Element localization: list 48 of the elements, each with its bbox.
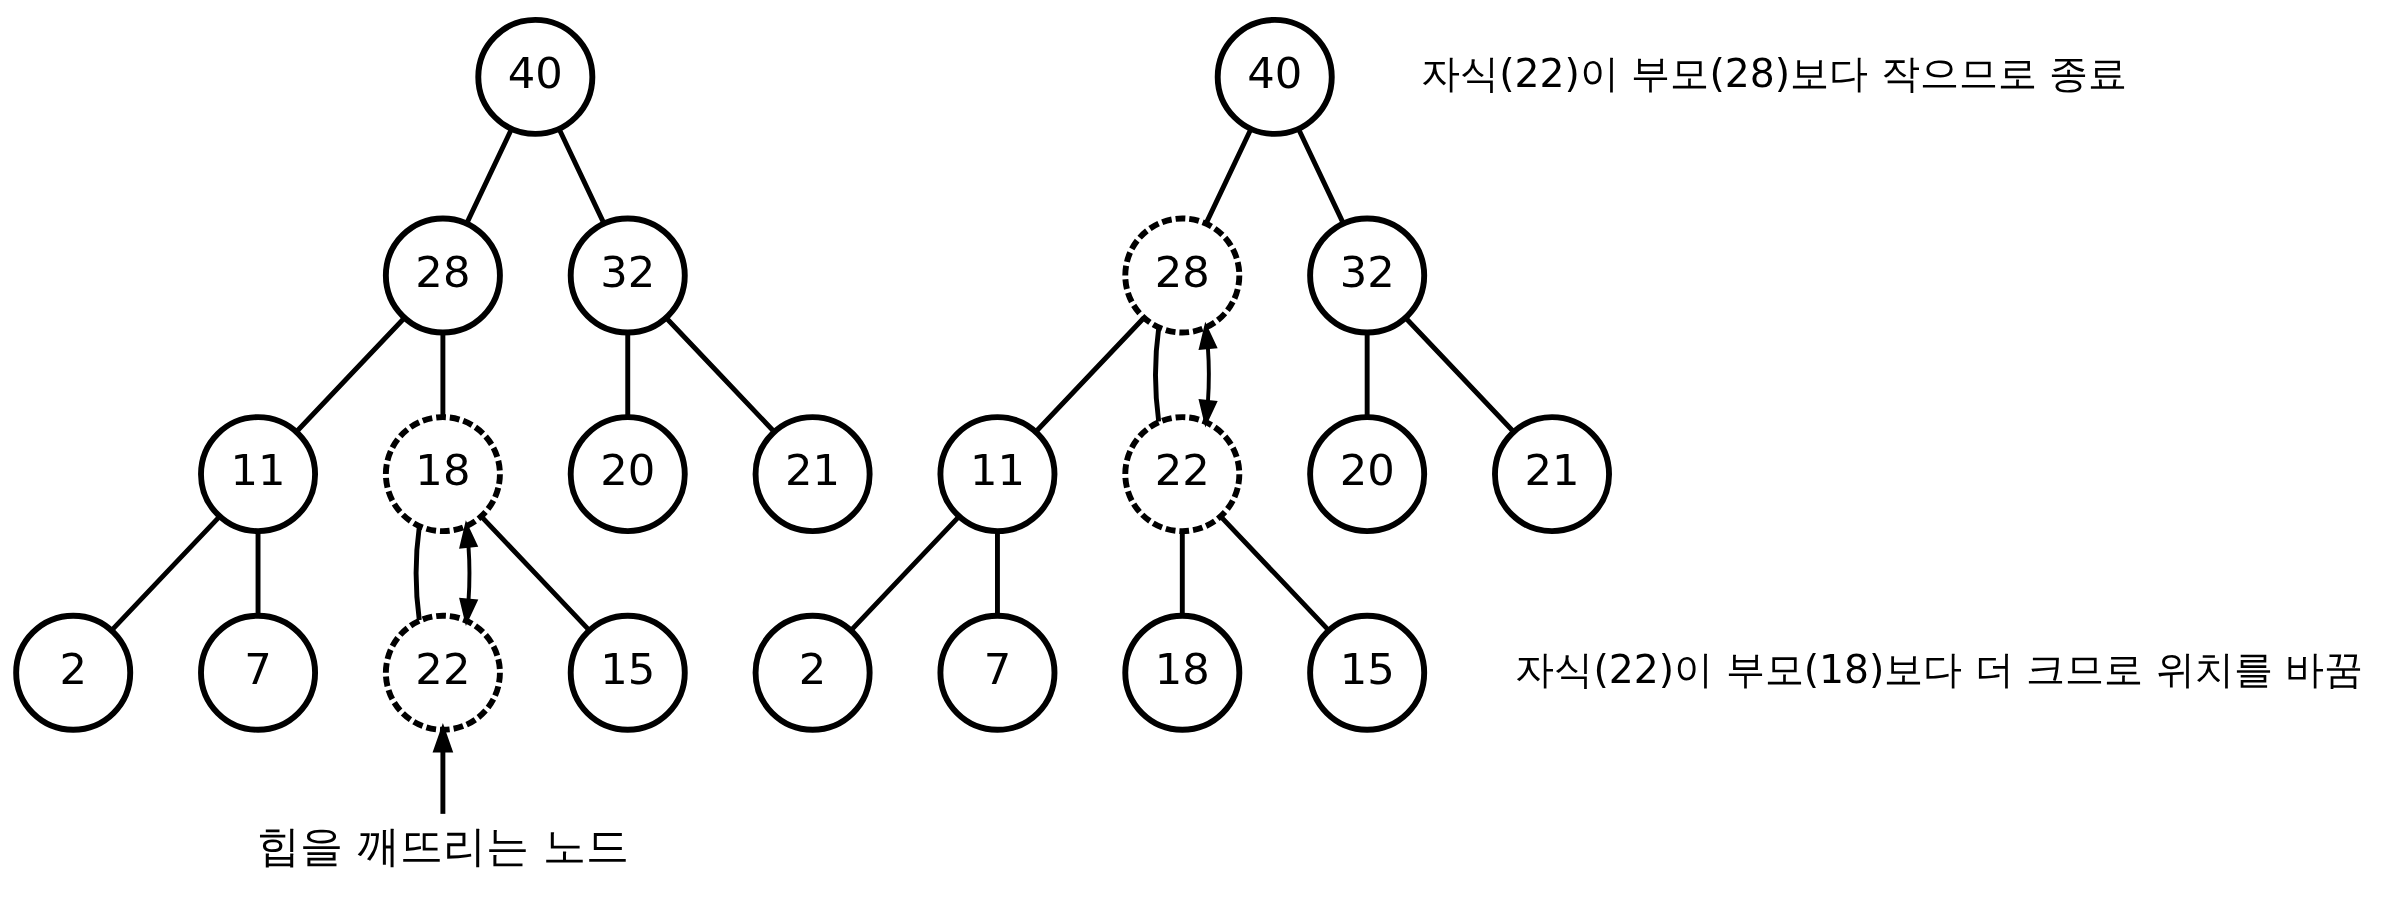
node-circle: 21: [1492, 414, 1612, 535]
connector: [556, 127, 607, 225]
node-circle: 7: [937, 612, 1058, 733]
node-circle: 7: [198, 612, 318, 733]
connector: [440, 332, 446, 417]
connector: [479, 514, 591, 632]
node-circle: 21: [752, 414, 873, 535]
arrow: [1198, 321, 1218, 428]
connector: [295, 316, 407, 433]
label: 자식(22)이 부모(18)보다 더 크므로 위치를 바꿈: [1515, 645, 2364, 692]
node-circle: 22: [382, 612, 503, 733]
node-circle: 32: [567, 215, 688, 336]
connector: [1153, 327, 1162, 422]
node-circle: 18: [382, 414, 503, 535]
node-circle: 18: [1122, 612, 1243, 733]
node-circle: 2: [752, 612, 873, 733]
connector: [1403, 316, 1515, 433]
label: 자식(22)이 부모(28)보다 작으므로 종료: [1421, 49, 2128, 96]
connector: [1364, 332, 1370, 417]
arrow: [432, 723, 454, 814]
connector: [1034, 316, 1146, 433]
connector: [625, 332, 631, 417]
node-circle: 40: [475, 16, 596, 137]
node-circle: 28: [1122, 215, 1243, 336]
connector: [995, 531, 1000, 616]
node-circle: 22: [1122, 414, 1243, 535]
connector: [1296, 127, 1346, 225]
arrow: [459, 520, 479, 627]
node-circle: 11: [198, 414, 318, 535]
node-circle: 20: [567, 414, 688, 535]
node-circle: 28: [382, 215, 503, 336]
node-circle: 11: [937, 414, 1058, 535]
connector: [1203, 127, 1254, 225]
node-text: 힙을 깨뜨리는 노드: [257, 820, 629, 871]
connector: [849, 514, 961, 632]
node-circle: 2: [13, 612, 134, 733]
connector: [413, 525, 422, 621]
node-circle: 15: [1307, 612, 1428, 733]
node-circle: 15: [567, 612, 688, 733]
node-circle: 20: [1307, 414, 1428, 535]
connector: [110, 514, 222, 632]
connector: [664, 316, 776, 433]
connector: [1179, 531, 1185, 616]
connector: [1218, 514, 1331, 632]
node-circle: 32: [1307, 215, 1428, 336]
connector: [464, 127, 514, 225]
connector: [255, 531, 261, 616]
node-circle: 40: [1214, 16, 1335, 137]
